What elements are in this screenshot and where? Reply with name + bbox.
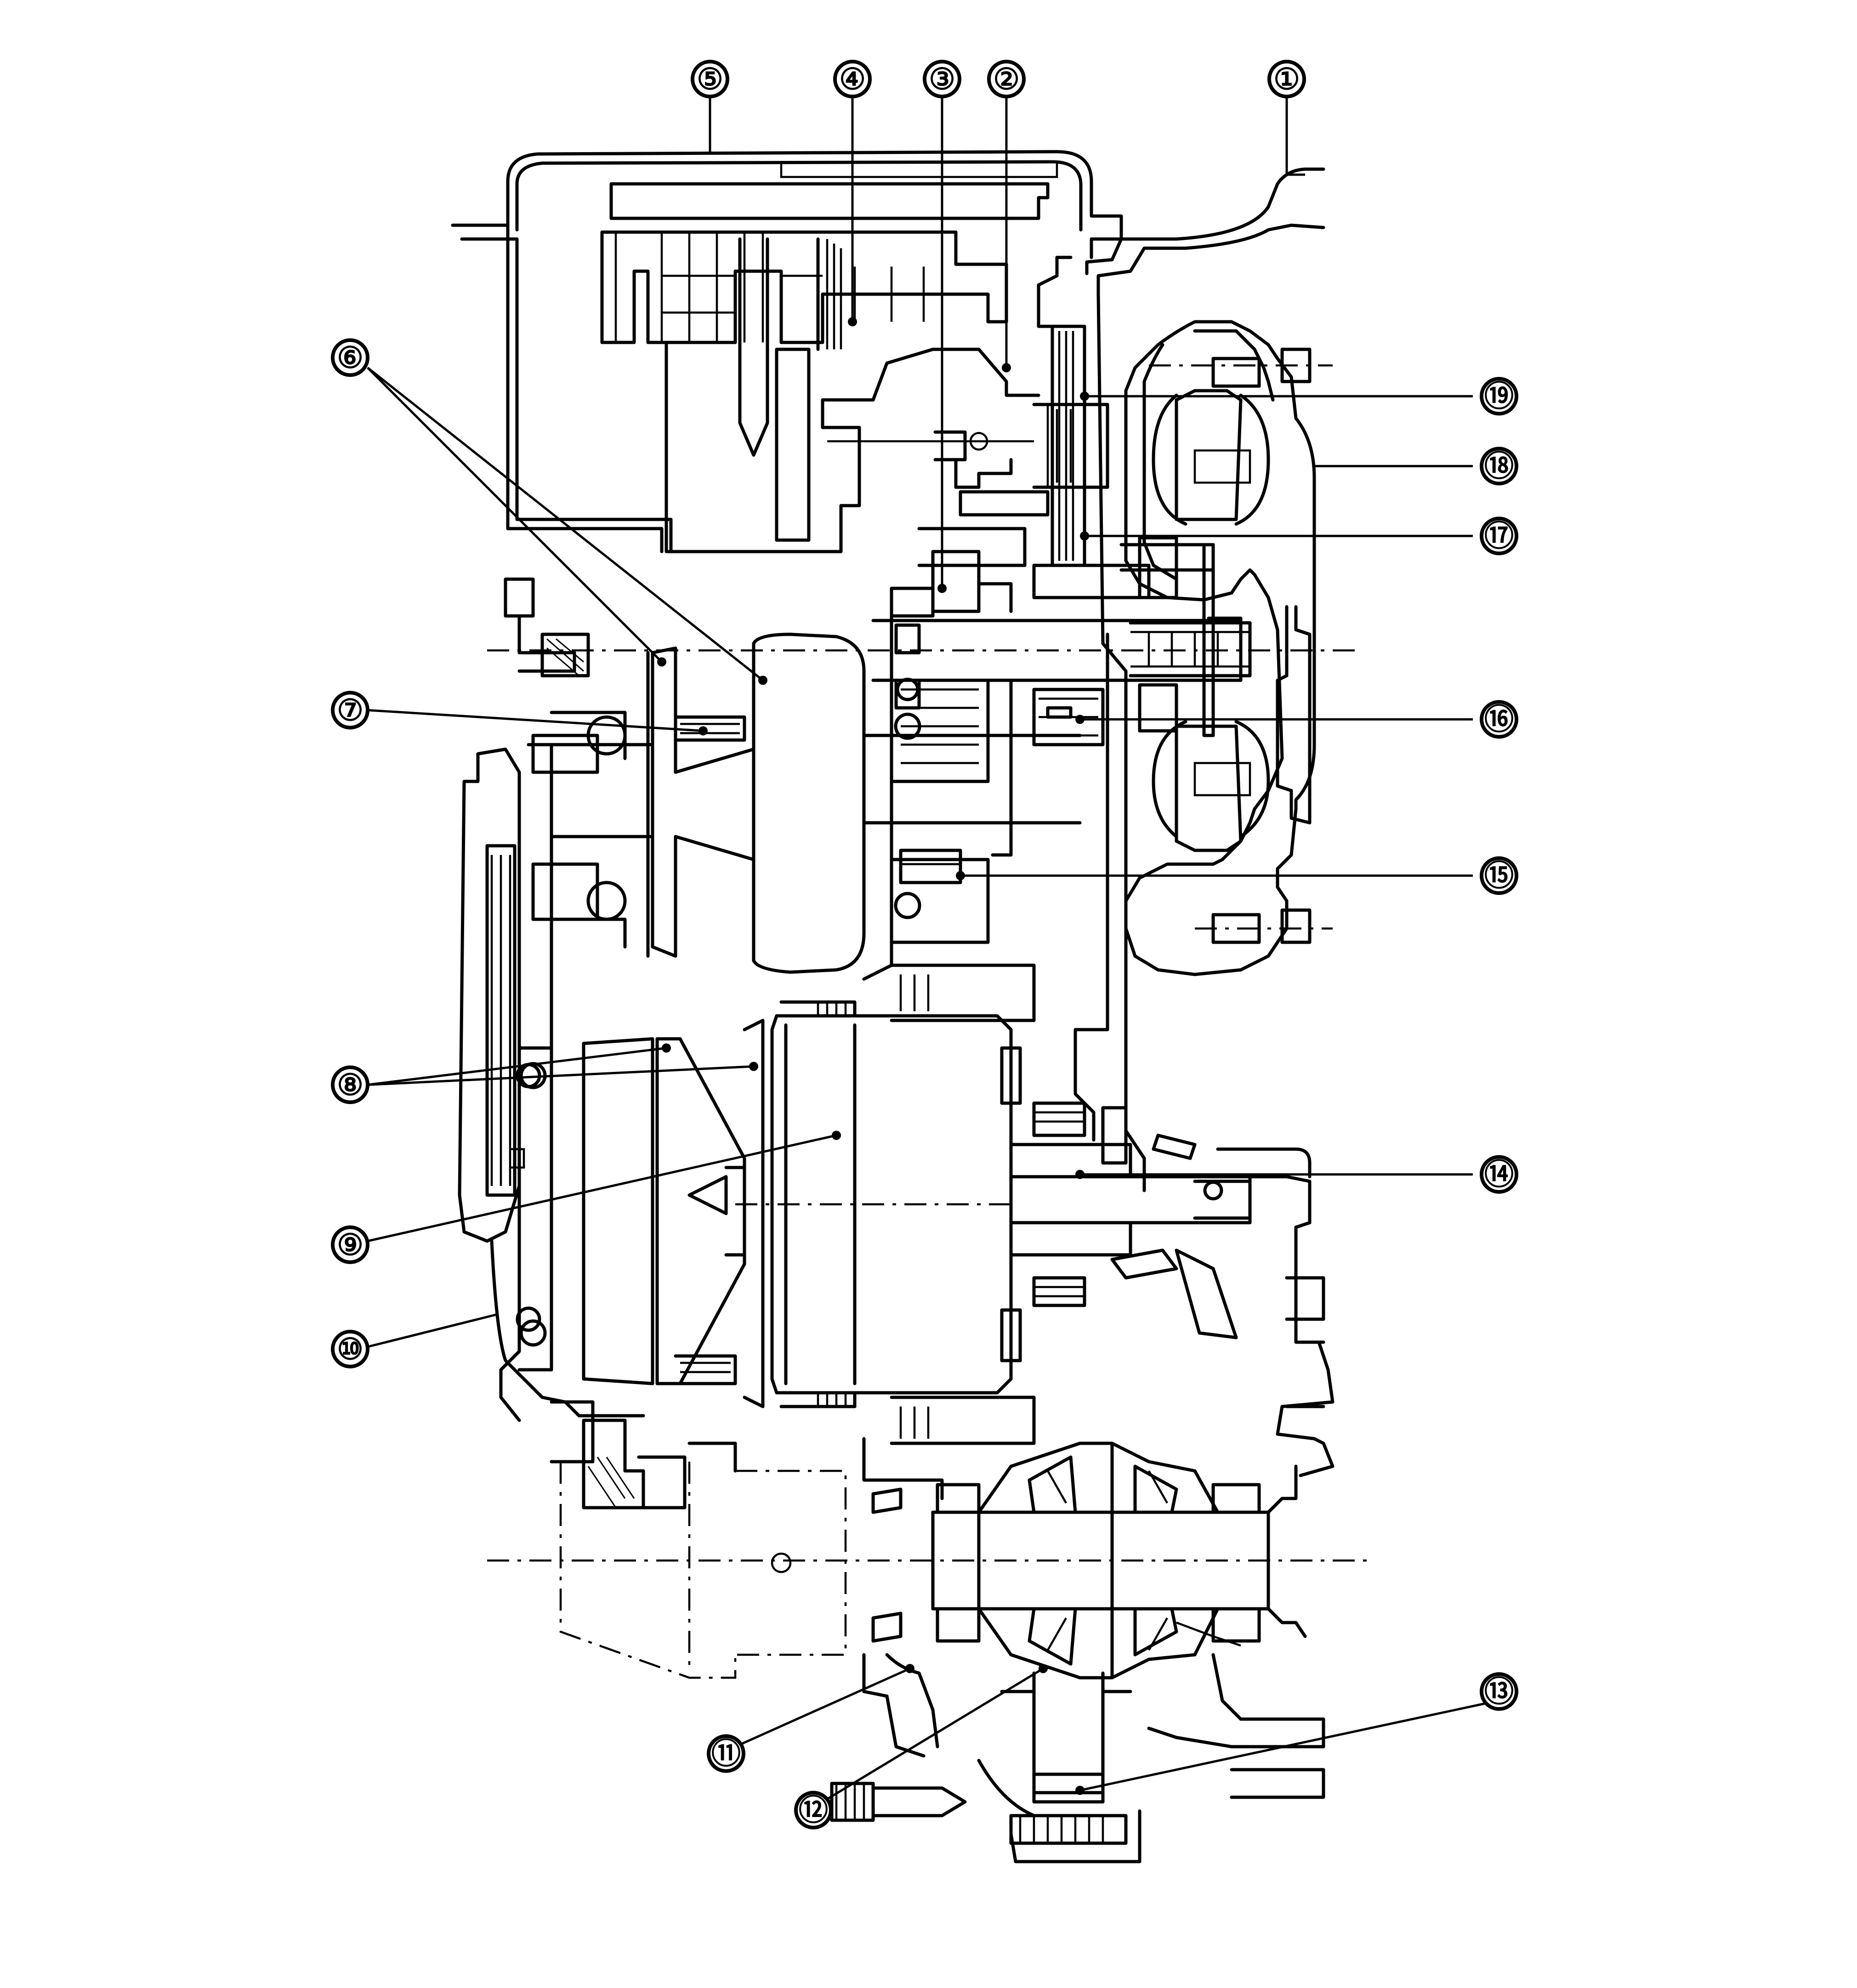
callout-label: ⑬ [1484,1675,1514,1708]
callout-1: ① [1267,60,1306,98]
callout-14: ⑭ [1480,1155,1518,1194]
callout-16: ⑯ [1480,700,1518,739]
callout-label: ③ [929,63,955,96]
callout-9: ⑨ [331,1225,369,1264]
secondary-pulley [517,1019,765,1408]
callout-label: ⑪ [711,1737,741,1770]
leader-lines [367,97,1499,1803]
control-valve-body [600,182,1050,567]
side-cover [458,743,645,1464]
callout-label: ⑩ [337,1333,363,1366]
callout-10: ⑩ [331,1330,369,1368]
reverse-brake-drum [770,963,1036,1445]
oil-pump-and-clutch [1032,325,1215,746]
final-drive-housing [862,1437,944,1758]
forward-clutch-drum [890,550,1013,944]
callout-17: ⑰ [1480,517,1518,555]
steel-belt [674,715,746,1385]
callout-label: ⑮ [1484,859,1514,892]
callout-3: ③ [923,60,961,98]
callout-label: ⑥ [337,341,363,374]
primary-pulley [531,614,1082,981]
callout-label: ⑱ [1484,450,1514,483]
callout-label: ⑨ [337,1228,363,1261]
speed-sensor [504,577,967,1822]
input-shaft [871,616,1252,682]
output-shaft [1009,1101,1252,1339]
callout-19: ⑲ [1480,377,1518,416]
callout-label: ④ [839,63,865,96]
callout-2: ② [987,60,1026,98]
callout-7: ⑦ [331,691,369,729]
callout-label: ⑦ [337,694,363,727]
callout-18: ⑱ [1480,447,1518,485]
callout-label: ⑤ [697,63,723,96]
callout-12: ⑫ [794,1791,833,1829]
callout-label: ⑯ [1484,703,1514,736]
callout-13: ⑬ [1480,1672,1518,1711]
differential-case [931,1441,1270,1863]
transfer-drive-gear [559,1441,847,1679]
callout-label: ② [993,63,1019,96]
callout-label: ⑫ [799,1794,828,1827]
callout-11: ⑪ [707,1734,745,1773]
valve-body-cover [451,150,1123,553]
callout-8: ⑧ [331,1065,369,1104]
callout-label: ⑰ [1484,519,1514,553]
callout-label: ⑧ [337,1068,363,1101]
callout-label: ⑭ [1484,1158,1514,1191]
callout-5: ⑤ [691,60,729,98]
callout-6: ⑥ [331,338,369,377]
torque-converter [1124,320,1316,976]
callout-label: ① [1273,63,1300,96]
callout-label: ⑲ [1484,380,1514,413]
callout-15: ⑮ [1480,856,1518,895]
side-case-lower [1147,1340,1325,1799]
callout-4: ④ [833,60,872,98]
